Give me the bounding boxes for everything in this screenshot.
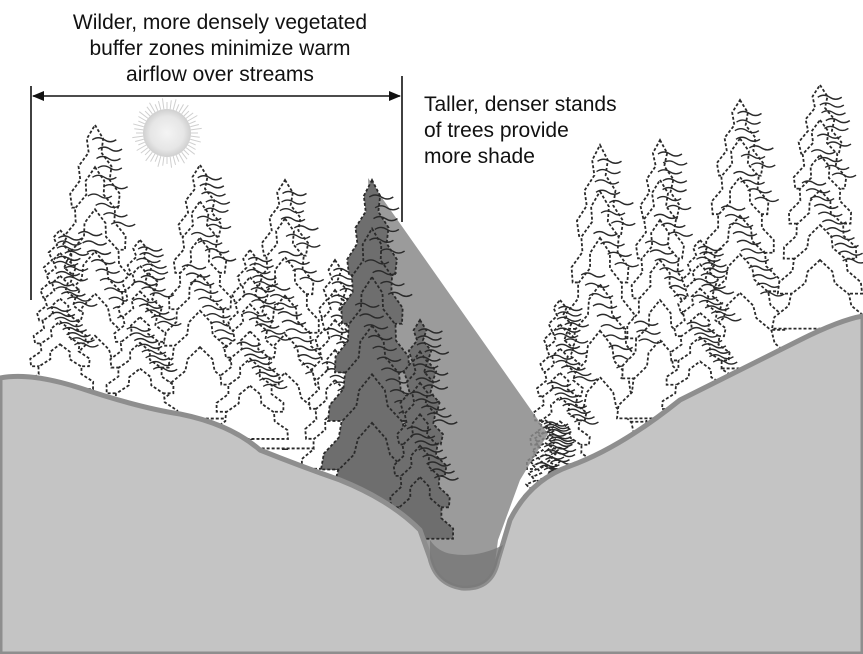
buffer-caption-line-3: airflow over streams: [40, 62, 400, 88]
buffer-zone-caption: Wilder, more densely vegetated buffer zo…: [40, 10, 400, 88]
shade-caption-line-1: Taller, denser stands: [424, 92, 664, 118]
shade-caption-line-3: more shade: [424, 144, 664, 170]
shade-caption: Taller, denser stands of trees provide m…: [424, 92, 664, 170]
tree-icon: [772, 85, 863, 330]
shade-caption-line-2: of trees provide: [424, 118, 664, 144]
buffer-caption-line-2: buffer zones minimize warm: [40, 36, 400, 62]
sun-icon: [132, 98, 201, 167]
buffer-caption-line-1: Wilder, more densely vegetated: [40, 10, 400, 36]
